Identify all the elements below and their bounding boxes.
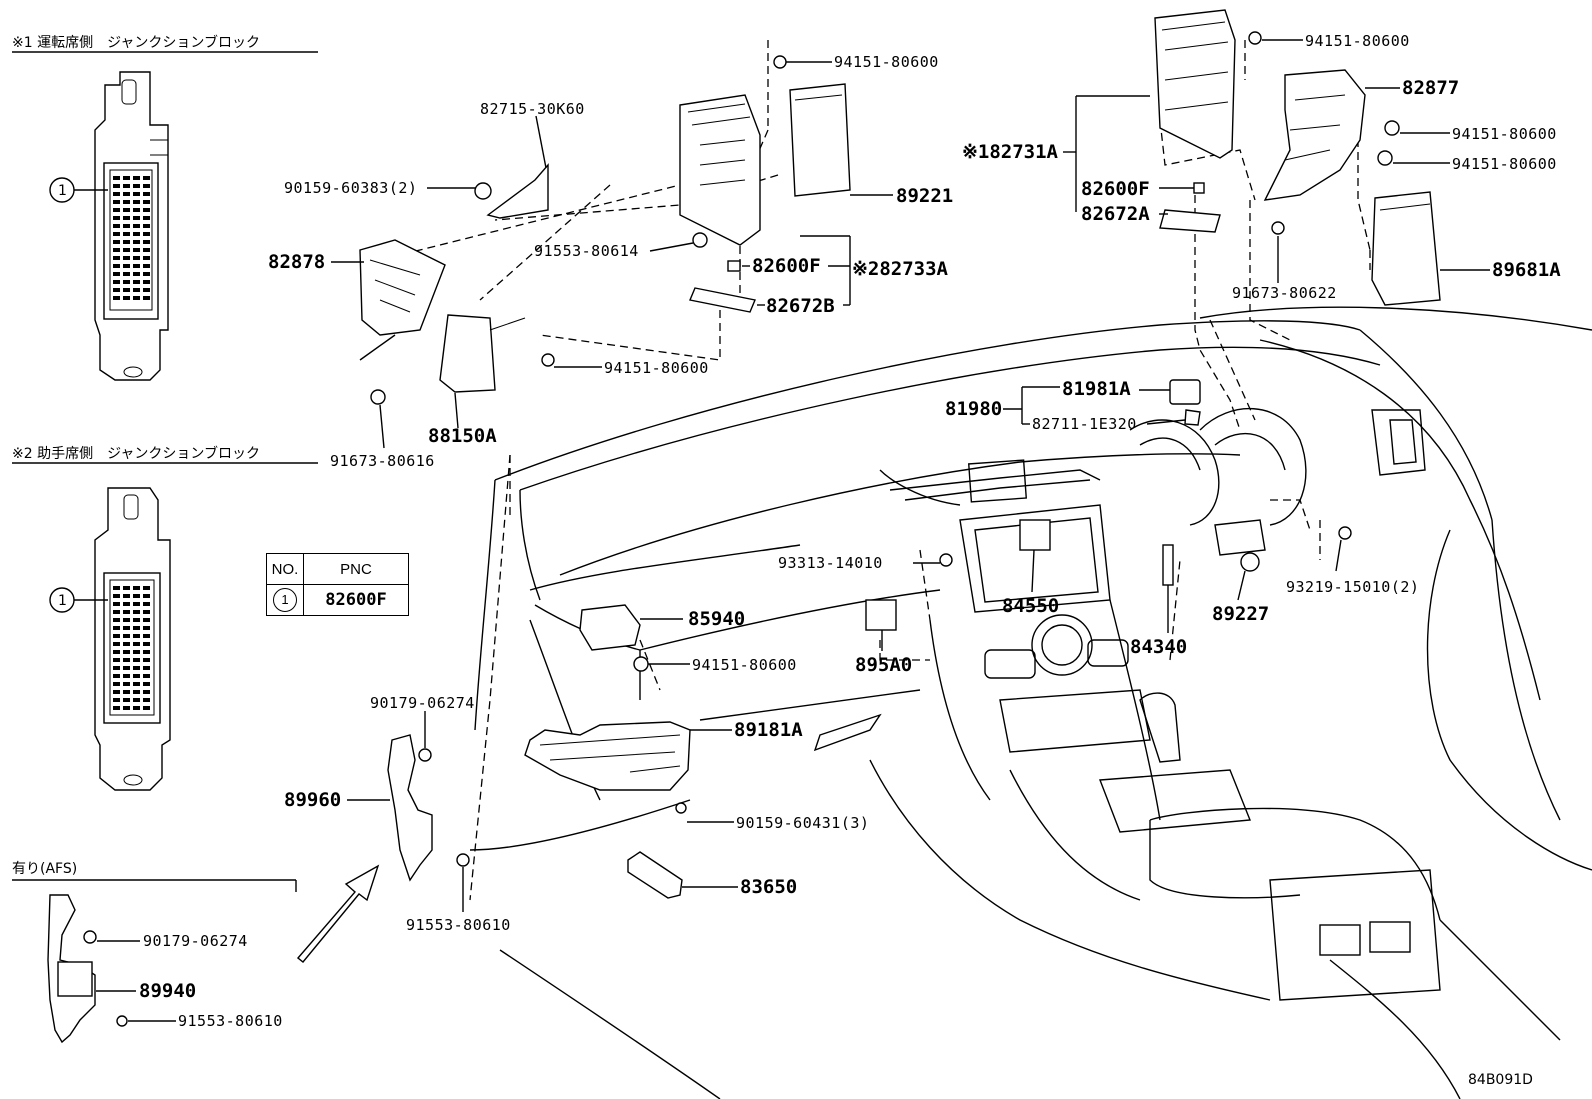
label-89681A: 89681A (1492, 259, 1561, 281)
label-94151-80600: 94151-80600 (604, 359, 709, 377)
label-89221: 89221 (896, 185, 953, 207)
pnc-table-header: NO. PNC (266, 553, 409, 585)
callout-driver-ref: 1 (58, 183, 67, 199)
label-82672A: 82672A (1081, 203, 1150, 225)
passenger-junction-block (94, 487, 171, 791)
label-83650: 83650 (740, 876, 797, 898)
row-no: 1 (273, 588, 297, 612)
label-89227: 89227 (1212, 603, 1269, 625)
section-title-passenger-jb: ※2 助手席側 ジャンクションブロック (12, 445, 260, 462)
view-arrow (296, 864, 380, 963)
label-85940: 85940 (688, 608, 745, 630)
label-82600F: 82600F (752, 255, 821, 277)
label-90179-06274: 90179-06274 (143, 932, 248, 950)
label-90179-06274: 90179-06274 (370, 694, 475, 712)
label-94151-80600: 94151-80600 (1305, 32, 1410, 50)
afs-sensor-bracket (47, 894, 128, 1044)
label-88150A: 88150A (428, 425, 497, 447)
label-91673-80622: 91673-80622 (1232, 284, 1337, 302)
label-91553-80610: 91553-80610 (406, 916, 511, 934)
label-93219-15010: 93219-15010(2) (1286, 578, 1419, 596)
part-labels: 94151-80600 82715-30K60 90159-60383(2) 8… (139, 32, 1561, 1088)
row-pnc: 82600F (303, 584, 409, 616)
label-90159-60383: 90159-60383(2) (284, 179, 417, 197)
label-90159-60431: 90159-60431(3) (736, 814, 869, 832)
label-82877: 82877 (1402, 77, 1459, 99)
table-row: 1 82600F (266, 584, 409, 616)
instrument-panel (469, 306, 1592, 1099)
label-93313-14010: 93313-14010 (778, 554, 883, 572)
label-94151-80600: 94151-80600 (1452, 125, 1557, 143)
section-title-afs: 有り(AFS) (12, 861, 77, 877)
assembly-guides (379, 40, 1371, 691)
label-91553-80610: 91553-80610 (178, 1012, 283, 1030)
leader-lines (331, 39, 1490, 912)
pnc-table: NO. PNC 1 82600F (266, 553, 409, 616)
header-no: NO. (266, 553, 304, 585)
callout-passenger-ref: 1 (58, 593, 67, 609)
driver-junction-block (94, 71, 169, 381)
label-94151-80600: 94151-80600 (1452, 155, 1557, 173)
label-89181A: 89181A (734, 719, 803, 741)
label-91673-80616: 91673-80616 (330, 452, 435, 470)
label-82672B: 82672B (766, 295, 835, 317)
label-82731A: ※182731A (962, 141, 1059, 163)
part-drawings (359, 9, 1441, 899)
diagram-code: 84B091D (1468, 1072, 1533, 1088)
label-91553-80614: 91553-80614 (534, 242, 639, 260)
label-89940: 89940 (139, 980, 196, 1002)
header-pnc: PNC (303, 553, 409, 585)
label-81981A: 81981A (1062, 378, 1131, 400)
label-84550: 84550 (1002, 595, 1059, 617)
label-82715-30K60: 82715-30K60 (480, 100, 585, 118)
label-94151-80600: 94151-80600 (692, 656, 797, 674)
label-84340: 84340 (1130, 636, 1187, 658)
label-82600F: 82600F (1081, 178, 1150, 200)
label-81980: 81980 (945, 398, 1002, 420)
label-895A0: 895A0 (855, 654, 912, 676)
label-94151-80600: 94151-80600 (834, 53, 939, 71)
section-title-driver-jb: ※1 運転席側 ジャンクションブロック (12, 34, 260, 51)
label-89960: 89960 (284, 789, 341, 811)
label-82711-1E320: 82711-1E320 (1032, 415, 1137, 433)
label-82878: 82878 (268, 251, 325, 273)
label-82733A: ※282733A (852, 258, 949, 280)
